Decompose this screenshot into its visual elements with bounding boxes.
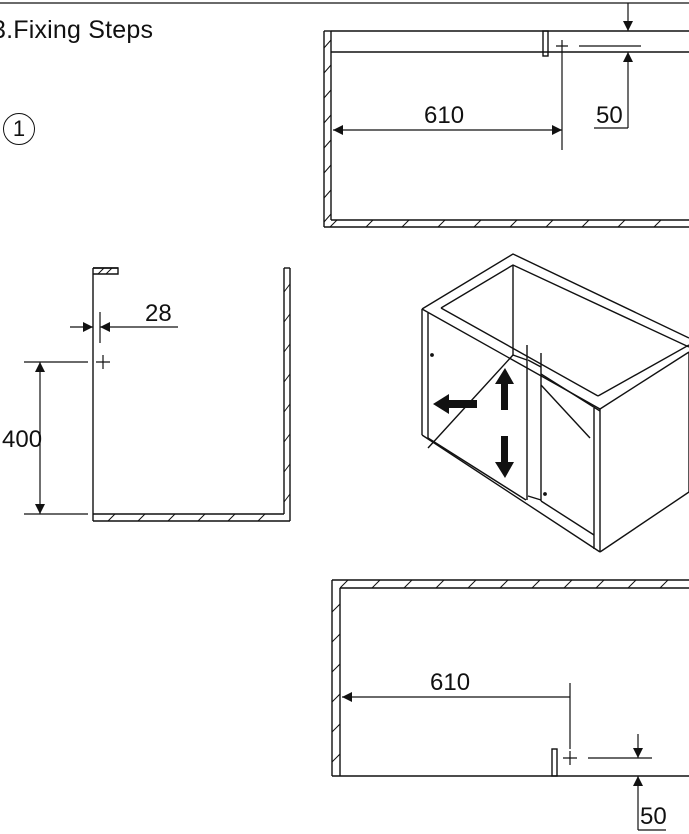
bottom-panel-bracket (551, 748, 558, 777)
bottom-panel-width-dim: 610 (430, 669, 470, 696)
top-panel-view (0, 2, 689, 228)
top-panel-left-wall (323, 30, 332, 227)
top-panel-screw-mark (556, 40, 568, 52)
top-panel-edge-dim: 50 (596, 102, 623, 129)
arrow-left-icon (433, 394, 477, 414)
bottom-panel-view (331, 579, 689, 831)
bottom-panel-edge-dim: 50 (640, 803, 667, 830)
arrow-down-icon (495, 436, 514, 478)
side-panel-view (24, 267, 291, 522)
arrow-up-icon (495, 368, 514, 410)
side-panel-offset-dim: 28 (145, 300, 172, 327)
top-panel-bracket (542, 30, 549, 57)
step-number-badge: 1 (3, 113, 35, 145)
section-heading: 3.Fixing Steps (0, 16, 154, 44)
side-panel-height-dim: 400 (2, 426, 42, 453)
top-panel-width-dim: 610 (424, 102, 464, 129)
bottom-panel-screw-mark (563, 751, 577, 765)
side-panel-screw-mark (96, 355, 110, 369)
top-panel-bottom-wall (324, 219, 689, 228)
mounting-direction-arrows (433, 368, 514, 478)
